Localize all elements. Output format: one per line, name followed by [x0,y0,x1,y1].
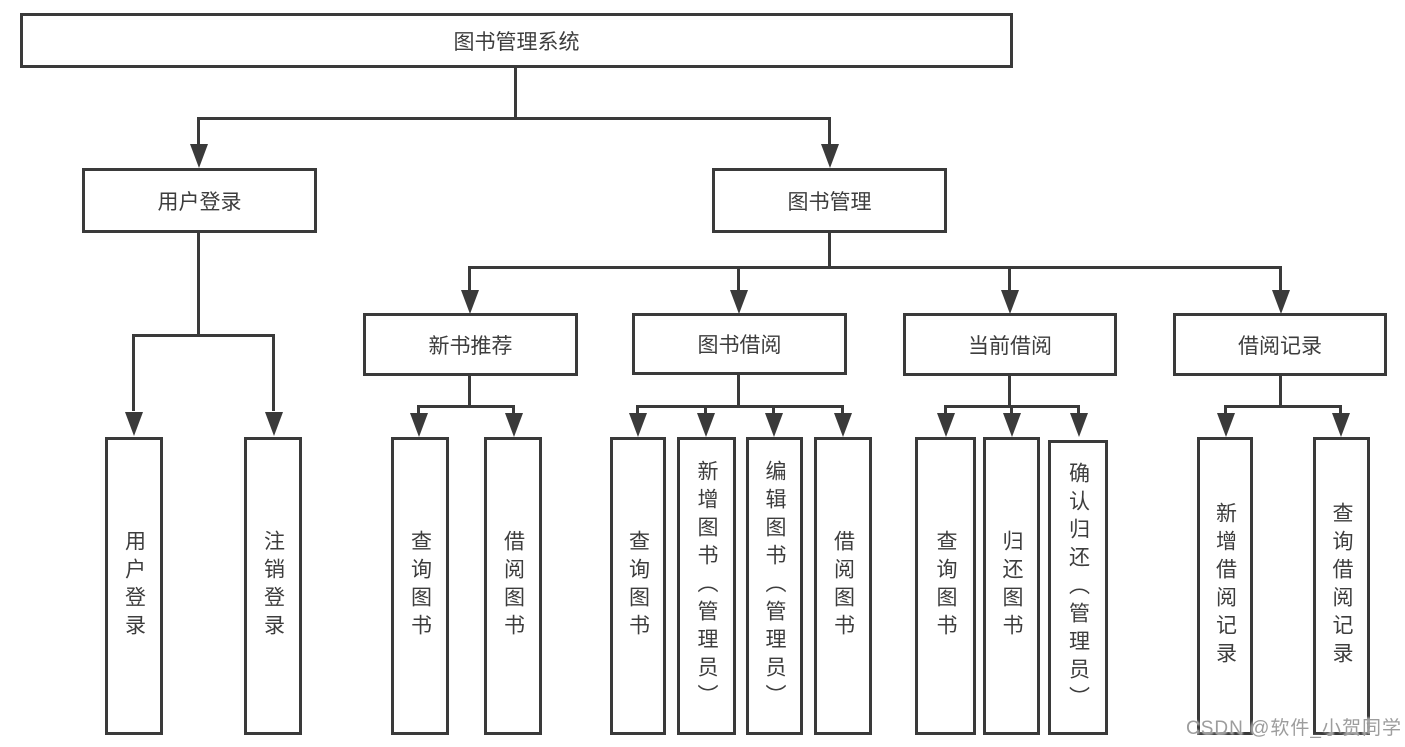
leaf-records-query-label: 查询借阅记录 [1330,502,1353,670]
connector-l3-stem [737,266,740,292]
leaf-newbook-borrow-label: 借阅图书 [501,530,525,642]
connector-newbook-stem [512,405,515,415]
arrowhead-down-icon [190,144,208,168]
connector-userlogin-stem [272,334,275,411]
node-new-book-recommend: 新书推荐 [363,313,578,376]
connector-newbook-branch [417,405,515,408]
connector-current-trunk [1008,376,1011,408]
leaf-logout-label: 注销登录 [261,530,285,642]
arrowhead-down-icon [265,412,283,436]
arrowhead-down-icon [505,413,523,437]
node-current-borrow: 当前借阅 [903,313,1117,376]
leaf-current-return-label: 归还图书 [1000,530,1023,642]
leaf-newbook-query: 查询图书 [391,437,449,735]
connector-current-stem [1010,405,1013,415]
arrowhead-down-icon [1272,290,1290,314]
node-book-borrow: 图书借阅 [632,313,847,375]
arrowhead-down-icon [461,290,479,314]
node-user-login-label: 用户登录 [157,190,242,214]
connector-bookmgmt-trunk [828,233,831,269]
connector-l3-stem [1008,266,1011,292]
connector-l2-branch [197,117,831,120]
leaf-logout: 注销登录 [244,437,302,735]
connector-l3-branch [468,266,1282,269]
leaf-user-login-label: 用户登录 [122,530,146,642]
leaf-borrow-add-admin: 新增图书（管理员） [677,437,736,735]
leaf-borrow-query-label: 查询图书 [626,530,650,642]
connector-records-stem [1224,405,1227,415]
arrowhead-down-icon [125,412,143,436]
leaf-current-return: 归还图书 [983,437,1040,735]
connector-newbook-stem [417,405,420,415]
arrowhead-down-icon [1217,413,1235,437]
leaf-current-confirm-admin: 确认归还（管理员） [1048,440,1108,735]
connector-borrow-stem [772,405,775,415]
leaf-records-query: 查询借阅记录 [1313,437,1370,735]
leaf-records-add-label: 新增借阅记录 [1213,502,1237,670]
connector-newbook-trunk [468,376,471,408]
arrowhead-down-icon [1070,413,1088,437]
arrowhead-down-icon [629,413,647,437]
leaf-current-query-label: 查询图书 [934,530,957,642]
arrowhead-down-icon [730,290,748,314]
arrowhead-down-icon [834,413,852,437]
leaf-borrow-add-admin-label: 新增图书（管理员） [695,460,718,712]
node-borrow-records: 借阅记录 [1173,313,1387,376]
connector-current-stem [944,405,947,415]
leaf-newbook-borrow: 借阅图书 [484,437,542,735]
connector-userlogin-stem [132,334,135,411]
connector-borrow-stem [704,405,707,415]
connector-l2-stem-left [197,117,200,146]
arrowhead-down-icon [937,413,955,437]
connector-l3-stem [1279,266,1282,292]
connector-borrow-stem [636,405,639,415]
leaf-newbook-query-label: 查询图书 [408,530,432,642]
leaf-borrow-borrow: 借阅图书 [814,437,872,735]
connector-l2-stem-right [828,117,831,146]
connector-borrow-branch [636,405,844,408]
connector-borrow-stem [841,405,844,415]
node-borrow-records-label: 借阅记录 [1238,334,1322,358]
leaf-current-confirm-admin-label: 确认归还（管理员） [1066,461,1090,714]
leaf-borrow-edit-admin: 编辑图书（管理员） [746,437,803,735]
node-current-borrow-label: 当前借阅 [968,334,1052,358]
leaf-records-add: 新增借阅记录 [1197,437,1253,735]
leaf-user-login: 用户登录 [105,437,163,735]
node-book-borrow-label: 图书借阅 [697,334,782,357]
leaf-current-query: 查询图书 [915,437,976,735]
arrowhead-down-icon [1001,290,1019,314]
connector-userlogin-branch [132,334,275,337]
connector-records-stem [1339,405,1342,415]
node-root: 图书管理系统 [20,13,1013,68]
connector-l3-stem [468,266,471,292]
leaf-borrow-query: 查询图书 [610,437,666,735]
node-user-login: 用户登录 [82,168,317,233]
connector-records-trunk [1279,376,1282,408]
connector-records-branch [1224,405,1342,408]
connector-userlogin-trunk [197,233,200,336]
connector-root-trunk [514,68,517,120]
connector-current-stem [1077,405,1080,415]
node-book-management: 图书管理 [712,168,947,233]
csdn-watermark: CSDN @软件_小贺同学 [1186,718,1402,739]
arrowhead-down-icon [697,413,715,437]
arrowhead-down-icon [1332,413,1350,437]
node-book-management-label: 图书管理 [787,190,872,214]
node-root-label: 图书管理系统 [453,30,580,54]
connector-borrow-trunk [737,375,740,408]
arrowhead-down-icon [765,413,783,437]
arrowhead-down-icon [410,413,428,437]
node-new-book-recommend-label: 新书推荐 [428,334,513,358]
leaf-borrow-edit-admin-label: 编辑图书（管理员） [763,460,786,712]
arrowhead-down-icon [1003,413,1021,437]
leaf-borrow-borrow-label: 借阅图书 [831,530,855,642]
arrowhead-down-icon [821,144,839,168]
